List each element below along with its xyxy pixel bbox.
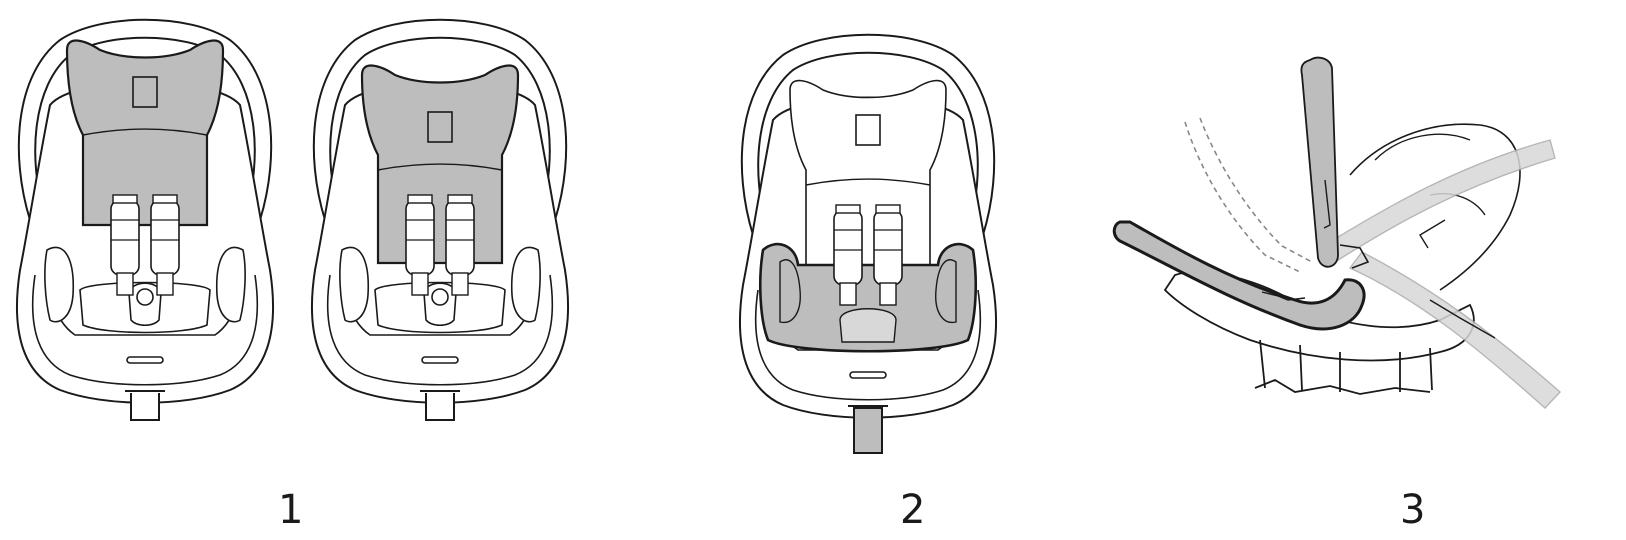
step2-seat <box>738 33 998 454</box>
step-number-2: 2 <box>900 487 926 533</box>
step-number-1: 1 <box>278 487 304 533</box>
carry-handle-upright <box>1300 56 1339 268</box>
step1-seat-right <box>310 18 570 421</box>
headrest-highlight <box>65 39 225 227</box>
step1-seat-left <box>15 18 275 421</box>
carry-handle-front <box>1112 220 1366 331</box>
step3-side-view <box>1112 56 1562 409</box>
step-number-3: 3 <box>1400 487 1426 533</box>
